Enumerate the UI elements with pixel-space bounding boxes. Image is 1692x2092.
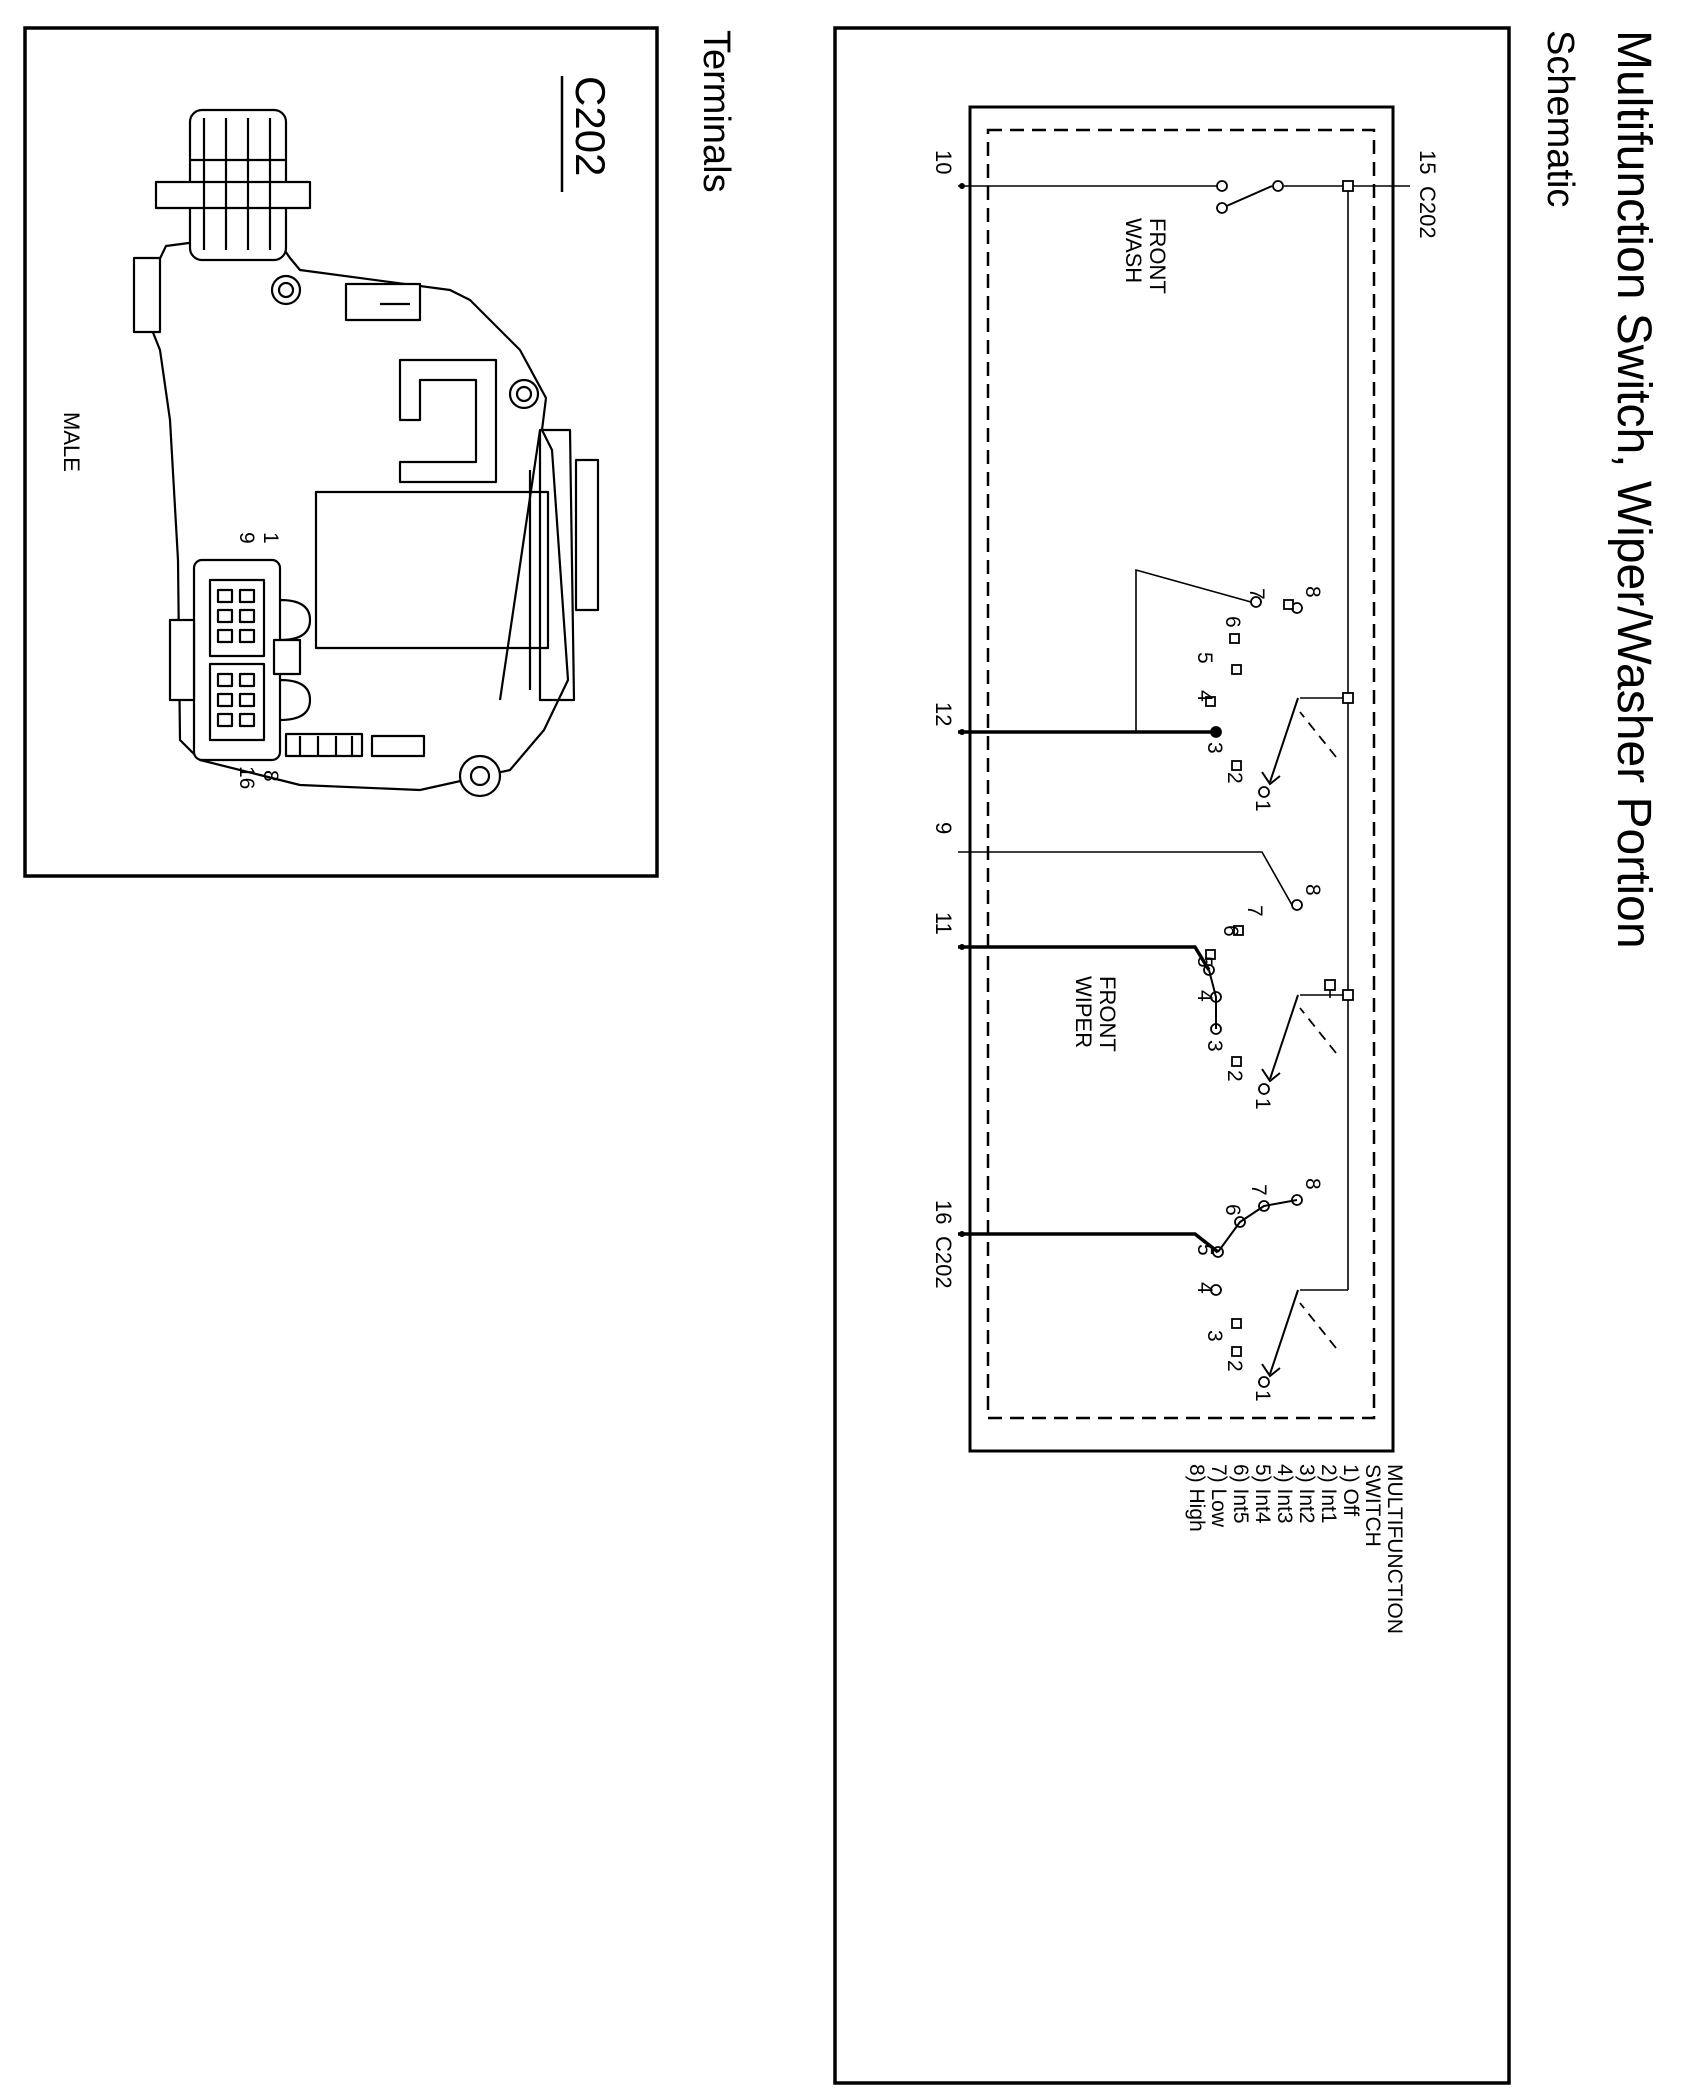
svg-text:WIPER: WIPER	[1071, 976, 1096, 1048]
legend-item: 1) Off	[1339, 1464, 1362, 1516]
schematic-heading: Schematic	[1539, 30, 1581, 207]
page-title: Multifunction Switch, Wiper/Washer Porti…	[1607, 30, 1660, 949]
terminal-pin-1-label: 1	[259, 532, 282, 544]
svg-text:3: 3	[1203, 1330, 1226, 1342]
svg-text:1: 1	[259, 532, 282, 544]
svg-text:1: 1	[1251, 1390, 1274, 1402]
pin-10-label: 10	[931, 150, 956, 174]
svg-text:16: 16	[931, 1200, 956, 1224]
svg-text:4: 4	[1193, 990, 1216, 1002]
svg-text:WASH: WASH	[1121, 218, 1146, 283]
pin-15-label: 15 C202	[1415, 150, 1440, 239]
connector-gender-label: MALE	[59, 412, 84, 472]
svg-text:8: 8	[1301, 884, 1324, 896]
legend-item: 6) Int5	[1229, 1464, 1252, 1524]
schematic-frame	[833, 26, 1511, 2085]
svg-text:7: 7	[1247, 1184, 1270, 1196]
pin-11-label: 11	[931, 912, 956, 935]
svg-text:15: 15	[1415, 150, 1440, 174]
pin-16-label: 16 C202	[931, 1200, 956, 1289]
switch-body	[968, 105, 1395, 1453]
front-wash-label: FRONT WASH	[1121, 218, 1170, 294]
terminals-frame	[23, 26, 659, 878]
svg-text:10: 10	[931, 150, 956, 174]
legend-item: 8) High	[1185, 1464, 1208, 1532]
svg-text:C202: C202	[1415, 186, 1440, 239]
svg-text:1: 1	[1251, 800, 1274, 812]
legend-item: 2) Int1	[1317, 1464, 1340, 1524]
position-switch-2	[958, 851, 1337, 1095]
svg-text:7: 7	[1243, 905, 1266, 917]
connector-c202-label: C202	[567, 76, 614, 176]
svg-text:6: 6	[1221, 616, 1244, 628]
svg-text:4: 4	[1193, 1282, 1216, 1294]
output-wiring	[958, 183, 1220, 1254]
svg-text:1: 1	[1251, 1098, 1274, 1110]
switch-2-position-labels: 8 7 6 5 4 3 2 1	[1193, 884, 1324, 1110]
svg-text:6: 6	[1221, 1204, 1244, 1216]
switch-3-position-labels: 8 7 6 5 4 3 2 1	[1193, 1178, 1324, 1402]
multifunction-switch-drawing	[132, 108, 600, 798]
legend-item: 5) Int4	[1251, 1464, 1274, 1524]
svg-text:8: 8	[1301, 1178, 1324, 1190]
front-wiper-label: FRONT WIPER	[1071, 976, 1120, 1052]
svg-text:12: 12	[931, 702, 956, 726]
switch-internal-outline	[986, 128, 1376, 1420]
pin-9-label: 9	[931, 822, 956, 834]
svg-text:4: 4	[1193, 690, 1216, 702]
svg-text:8: 8	[259, 770, 282, 782]
front-wash-switch	[958, 180, 1284, 214]
svg-text:MALE: MALE	[59, 412, 84, 472]
switch-legend: MULTIFUNCTION SWITCH 1) Off 2) Int1 3) I…	[1185, 1464, 1406, 1634]
svg-text:5: 5	[1193, 652, 1216, 664]
legend-heading-1: MULTIFUNCTION	[1383, 1464, 1406, 1634]
svg-text:6: 6	[1219, 925, 1242, 937]
switch-1-position-labels: 8 7 6 5 4 3 2 1	[1193, 586, 1324, 812]
svg-text:2: 2	[1223, 1360, 1246, 1372]
legend-item: 4) Int3	[1273, 1464, 1296, 1524]
svg-text:2: 2	[1223, 772, 1246, 784]
legend-heading-2: SWITCH	[1361, 1464, 1384, 1547]
terminal-pin-9-label: 9	[235, 532, 258, 544]
terminals-heading: Terminals	[695, 30, 737, 193]
svg-text:3: 3	[1203, 1040, 1226, 1052]
svg-text:FRONT: FRONT	[1145, 218, 1170, 294]
svg-text:8: 8	[1301, 586, 1324, 598]
terminal-pin-16-label: 16	[235, 766, 258, 789]
svg-text:5: 5	[1193, 956, 1216, 968]
page-header: Multifunction Switch, Wiper/Washer Porti…	[1607, 30, 1660, 949]
svg-text:16: 16	[235, 766, 258, 789]
svg-text:FRONT: FRONT	[1095, 976, 1120, 1052]
position-switch-1	[1135, 568, 1337, 798]
svg-text:11: 11	[931, 912, 956, 935]
svg-text:C202: C202	[931, 1236, 956, 1289]
position-switch-3	[1210, 1194, 1337, 1388]
svg-text:7: 7	[1245, 588, 1268, 600]
svg-text:9: 9	[931, 822, 956, 834]
legend-item: 3) Int2	[1295, 1464, 1318, 1524]
svg-text:5: 5	[1193, 1244, 1216, 1256]
legend-item: 7) Low	[1207, 1464, 1230, 1528]
terminal-pin-8-label: 8	[259, 770, 282, 782]
svg-text:C202: C202	[567, 76, 614, 176]
svg-text:2: 2	[1223, 1070, 1246, 1082]
feed-wiring	[1284, 180, 1410, 1291]
pin-12-label: 12	[931, 702, 956, 726]
svg-text:9: 9	[235, 532, 258, 544]
svg-text:3: 3	[1203, 742, 1226, 754]
